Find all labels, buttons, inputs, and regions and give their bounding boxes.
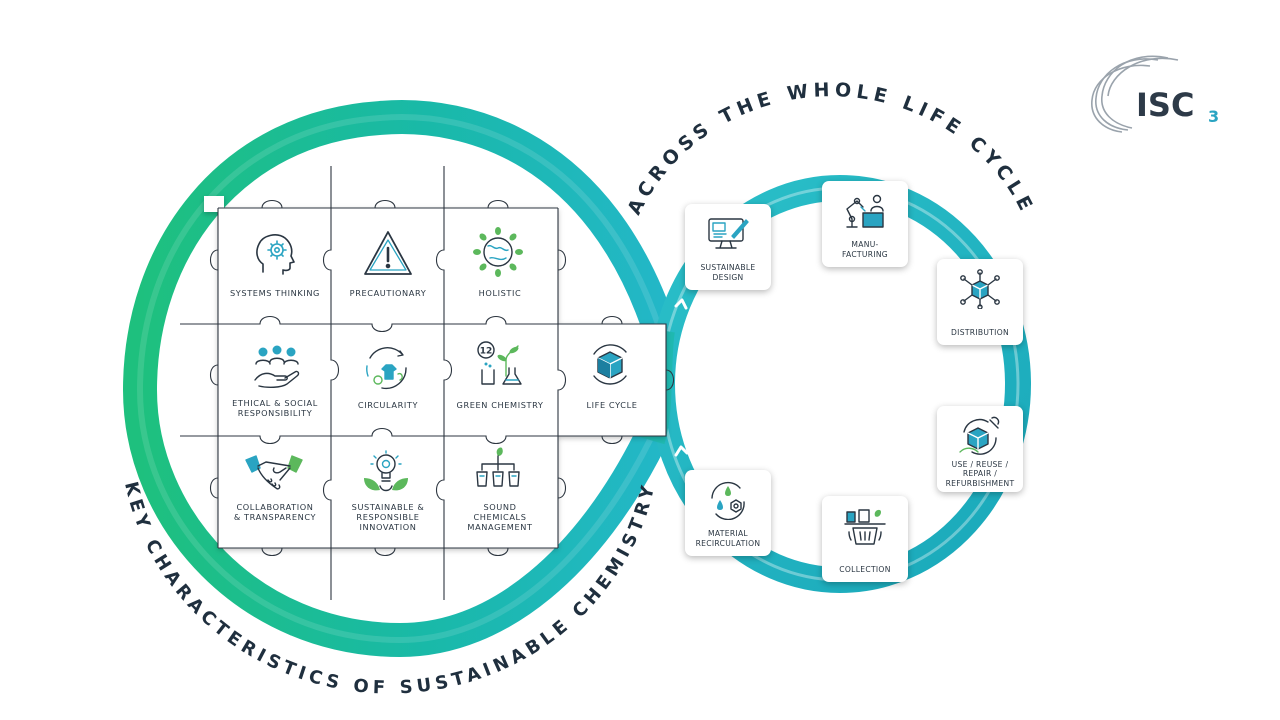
chevron-icon (973, 370, 989, 381)
tile-label-collaboration: COLLABORATION& TRANSPARENCY (234, 502, 317, 522)
chevron-icon (921, 509, 936, 521)
logo-subscript: 3 (1208, 107, 1219, 126)
stage-card-material-recirculation: MATERIAL RECIRCULATION (685, 470, 771, 556)
bulb-leaves-icon (364, 450, 408, 492)
stage-card-collection: COLLECTION (822, 496, 908, 582)
logo-swoosh-icon (1091, 55, 1179, 133)
circular-arrows-shirt-icon (366, 347, 407, 390)
tile-label-systems-thinking: SYSTEMS THINKING (230, 288, 320, 298)
box-wrench-cycle-icon (959, 416, 1000, 455)
box-cycle-icon (593, 344, 627, 385)
ring-chevrons (674, 211, 989, 551)
tile-icons: 12 (245, 227, 627, 492)
stage-card-use-reuse: USE / REUSE / REPAIR / REFURBISHMENT (937, 406, 1023, 492)
svg-text:12: 12 (480, 347, 493, 357)
stage-card-manufacturing: MANU- FACTURING (822, 181, 908, 267)
monitor-design-icon (708, 218, 749, 249)
isc3-logo: ISC 3 (1091, 55, 1219, 133)
head-gear-icon (256, 234, 295, 275)
stage-card-distribution: DISTRIBUTION (937, 259, 1023, 345)
flask-plant-12-icon: 12 (477, 341, 522, 385)
stage-label: DISTRIBUTION (951, 327, 1009, 337)
robot-arm-icon (846, 194, 884, 228)
chevron-icon (674, 445, 689, 457)
stage-label: SUSTAINABLE DESIGN (700, 263, 756, 282)
stage-label: MATERIAL RECIRCULATION (695, 529, 761, 548)
stage-label: COLLECTION (839, 564, 891, 574)
network-box-icon (960, 269, 1000, 309)
bins-leaf-icon (476, 447, 520, 487)
stage-card-sustainable-design: SUSTAINABLE DESIGN (685, 204, 771, 290)
bin-collection-icon (844, 509, 886, 545)
droplets-cycle-icon (711, 481, 745, 520)
chevron-icon (790, 537, 801, 551)
tile-label-precautionary: PRECAUTIONARY (350, 288, 427, 298)
puzzle-grid (204, 196, 666, 548)
people-hand-icon (254, 345, 300, 389)
globe-leaves-icon (473, 227, 523, 277)
stage-label: USE / REUSE / REPAIR / REFURBISHMENT (945, 459, 1015, 488)
stage-label: MANU- FACTURING (841, 240, 888, 259)
infinity-left-loop (122, 100, 677, 658)
chevron-icon (794, 211, 805, 224)
warning-triangle-icon (364, 231, 412, 275)
logo-text: ISC (1136, 86, 1194, 124)
chevron-icon (912, 255, 923, 268)
puzzle-grid-lines (180, 166, 675, 600)
tile-label-holistic: HOLISTIC (479, 288, 522, 298)
tile-label-green-chemistry: GREEN CHEMISTRY (457, 400, 544, 410)
tile-labels: SYSTEMS THINKING PRECAUTIONARY HOLISTIC … (230, 288, 637, 532)
handshake-icon (245, 455, 303, 490)
tile-label-circularity: CIRCULARITY (358, 400, 419, 410)
chevron-icon (674, 298, 688, 310)
tile-label-life-cycle: LIFE CYCLE (586, 400, 637, 410)
